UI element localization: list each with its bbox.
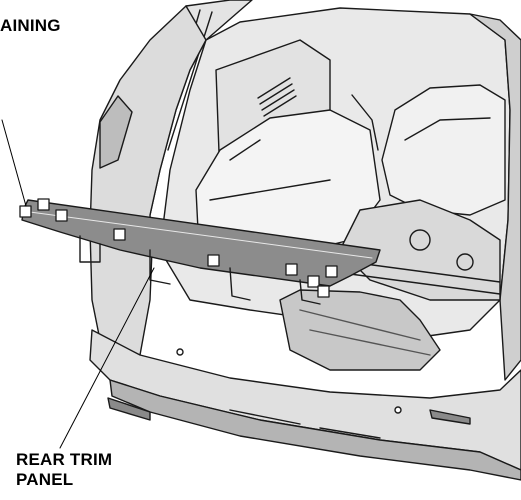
reflector-left [107, 397, 151, 421]
rear-trim-panel-label: REAR TRIM PANEL [16, 450, 112, 490]
clip-icon [285, 263, 298, 276]
clip-icon [19, 205, 32, 218]
retaining-clip-label: AINING [0, 16, 61, 35]
reflector-right [429, 409, 471, 425]
clip-icon [113, 228, 126, 241]
leader-line-retaining [1, 119, 27, 207]
clip-icon [37, 198, 50, 211]
clip-icon [307, 275, 320, 288]
clip-icon [207, 254, 220, 267]
leader-line-rear-trim [59, 267, 155, 449]
seatbelt [351, 94, 379, 151]
rear-trim-label-line2: PANEL [16, 470, 74, 489]
storage-bin [279, 289, 441, 371]
clip-icon [55, 209, 68, 222]
taillight-left [99, 95, 133, 169]
clip-icon [325, 265, 338, 278]
right-quarter-body [469, 13, 521, 381]
rear-trim-label-line1: REAR TRIM [16, 450, 113, 469]
clip-icon [317, 285, 330, 298]
